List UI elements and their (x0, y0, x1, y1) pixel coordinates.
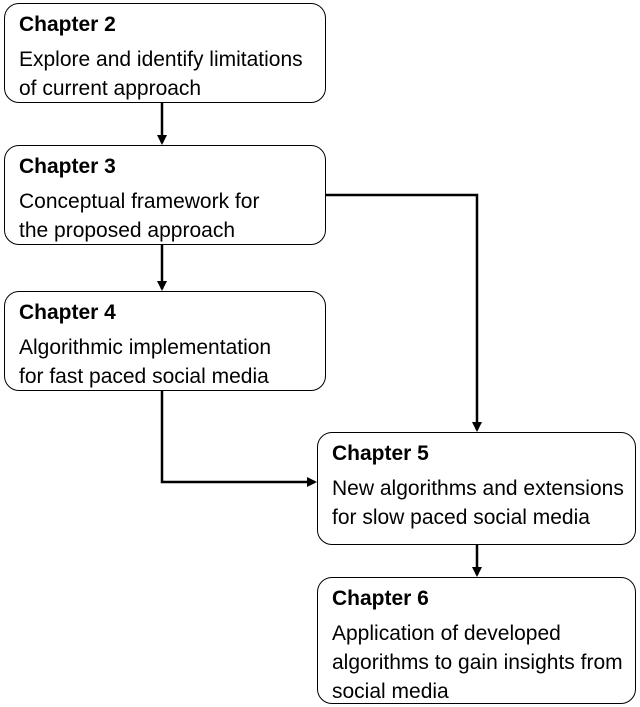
node-chapter-4: Chapter 4 Algorithmic implementation for… (4, 291, 326, 391)
node-description-line: the proposed approach (19, 219, 235, 242)
node-description: New algorithms and extensions for slow p… (332, 474, 635, 532)
node-description-line: Conceptual framework for (19, 190, 260, 213)
node-chapter-2: Chapter 2 Explore and identify limitatio… (4, 3, 326, 103)
node-description: Explore and identify limitations of curr… (19, 45, 325, 103)
node-description-line: for slow paced social media (332, 506, 590, 529)
node-title: Chapter 6 (332, 587, 429, 610)
node-description-line: Explore and identify limitations (19, 48, 303, 71)
node-description-line: Algorithmic implementation (19, 336, 272, 359)
node-title: Chapter 2 (19, 13, 116, 36)
node-description: Algorithmic implementation for fast pace… (19, 333, 325, 391)
node-chapter-5: Chapter 5 New algorithms and extensions … (317, 432, 636, 545)
arrow-ch4-to-ch5 (160, 391, 317, 487)
arrow-ch3-to-ch5 (326, 193, 482, 432)
node-description-line: of current approach (19, 77, 202, 100)
node-title: Chapter 5 (332, 442, 429, 465)
node-title: Chapter 3 (19, 155, 116, 178)
node-description-line: New algorithms and extensions (332, 477, 624, 500)
node-description-line: social media (332, 680, 449, 703)
node-description-line: Application of developed (332, 622, 561, 645)
node-description: Application of developed algorithms to g… (332, 619, 635, 706)
node-chapter-3: Chapter 3 Conceptual framework for the p… (4, 145, 326, 245)
node-description: Conceptual framework for the proposed ap… (19, 187, 325, 245)
node-description-line: algorithms to gain insights from (332, 651, 623, 674)
node-title: Chapter 4 (19, 301, 116, 324)
node-chapter-6: Chapter 6 Application of developed algor… (317, 577, 636, 704)
node-description-line: for fast paced social media (19, 365, 269, 388)
